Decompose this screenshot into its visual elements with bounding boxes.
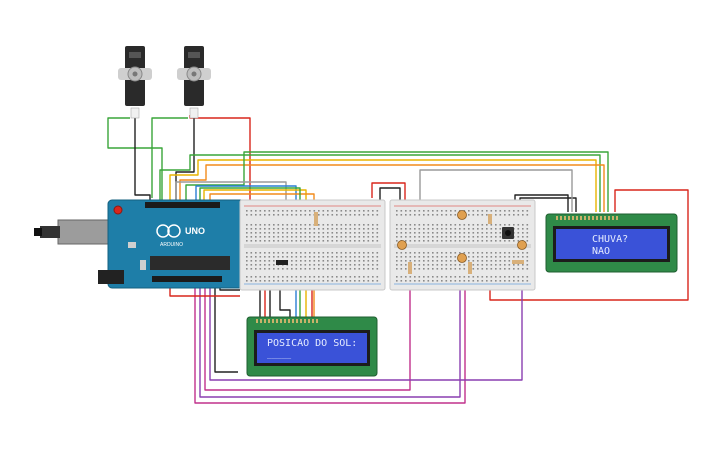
wire-gray-rain-lcd[interactable] [419,169,573,212]
lcd-display-sun-position[interactable]: POSICAO DO SOL: _____ [246,316,378,377]
lcd-display-rain[interactable]: CHUVA? NAO [545,213,678,273]
wire-green-servo2-signal[interactable] [151,117,188,198]
resistor-3[interactable] [468,262,472,274]
lcd-main-line2: _____ [267,350,291,359]
lcd-rain-pins [556,216,618,220]
resistor-2[interactable] [408,262,412,274]
wire-green-long-top-2[interactable] [185,151,609,212]
wire-black-servo2-gnd[interactable] [175,118,195,202]
lcd-rain-line1: CHUVA? [592,234,628,245]
breadboard-holes-left [246,210,379,282]
ldr-sensor-1[interactable] [457,210,467,220]
servo-motor-2[interactable] [177,46,211,119]
lcd-rain-line2: NAO [592,246,610,257]
wire-yellow-long-top[interactable] [169,159,597,212]
ldr-sensor-3[interactable] [457,253,467,263]
wire-magenta-2[interactable] [204,272,411,391]
breadboard-left[interactable] [239,199,386,291]
wire-black-servo1-gnd[interactable] [134,118,151,202]
usb-connector-icon [34,219,119,245]
wire-red-rain-lcd[interactable] [371,182,406,210]
wire-green-servo1-signal[interactable] [107,117,163,200]
lcd-main-pins [256,319,318,323]
arduino-brand-text: ARDUINO [160,242,183,248]
wire-black-rain-lcd-1[interactable] [379,187,401,210]
resistor-1[interactable] [314,212,318,226]
ldr-sensor-4[interactable] [517,240,527,250]
wire-red-servo-power[interactable] [189,115,251,210]
wire-gray[interactable] [175,181,287,210]
servo-motor-1[interactable] [118,46,152,119]
pushbutton[interactable] [502,227,514,239]
power-jack-icon [98,270,124,284]
arduino-uno-board[interactable]: UNO ARDUINO [34,199,245,289]
resistor-4[interactable] [512,260,524,264]
potentiometer-chip[interactable] [276,260,288,265]
arduino-logo-text: UNO [185,226,205,236]
wire-purple-2[interactable] [209,268,523,381]
ldr-sensor-2[interactable] [397,240,407,250]
wire-black-lower[interactable] [214,283,238,373]
wire-magenta-1[interactable] [194,260,466,404]
resistor-5[interactable] [488,214,492,224]
wire-orange-long-top[interactable] [179,164,605,212]
reset-button[interactable] [113,205,123,215]
lcd-main-line1: POSICAO DO SOL: [267,338,357,349]
